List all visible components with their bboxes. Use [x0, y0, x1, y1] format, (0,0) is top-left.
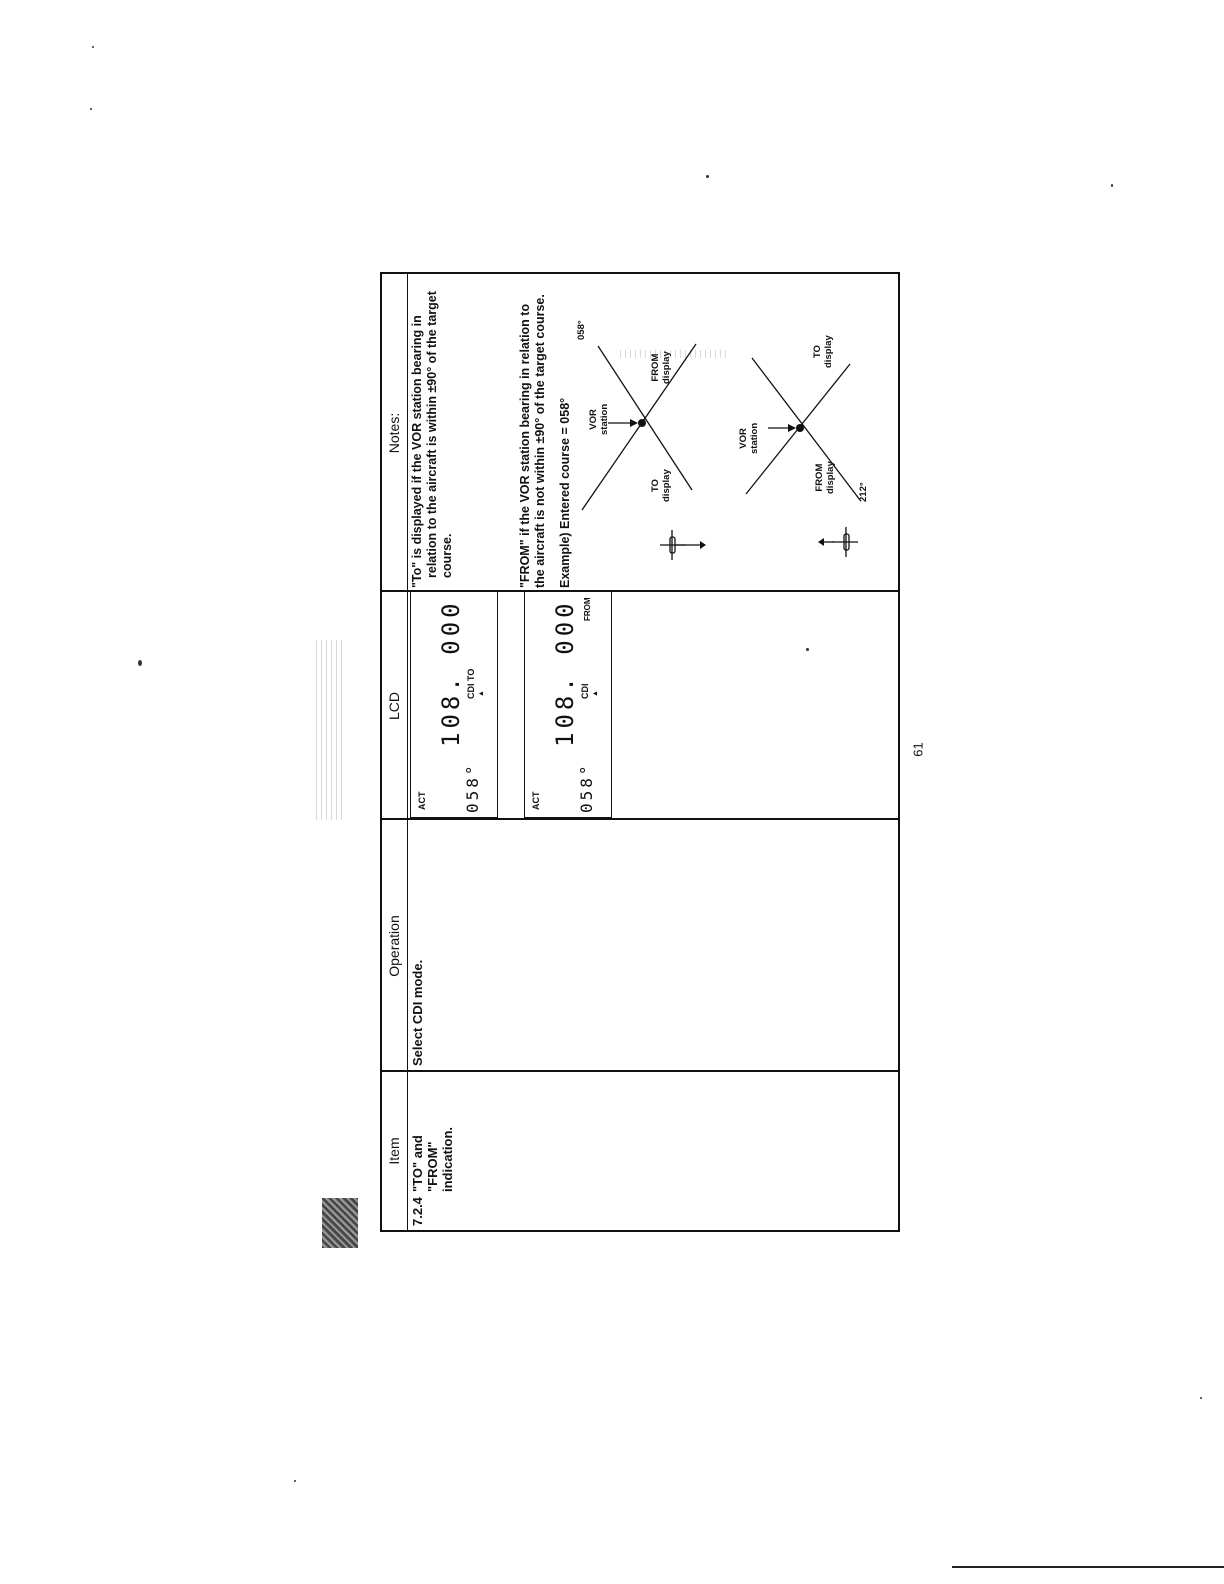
scan-speck — [90, 108, 92, 110]
diagram2-course-label: 212° — [858, 482, 869, 502]
lcd-from-display: ACT 108. 000 058° CDI ▲ FROM — [524, 590, 612, 818]
vor-diagram-058 — [581, 343, 706, 560]
scan-speck — [294, 1480, 296, 1482]
lcd-arrow-icon: ▲ — [592, 690, 599, 697]
lcd-from-label: FROM — [583, 597, 592, 621]
page-number: 61 — [910, 742, 926, 757]
airplane-icon — [818, 527, 858, 557]
scan-speck — [1200, 1397, 1202, 1399]
header-lcd: LCD — [382, 592, 408, 820]
scan-edge-line — [952, 1566, 1224, 1568]
item-title-line3: indication. — [440, 1127, 455, 1192]
lcd-course: 058° — [463, 762, 482, 813]
lcd-to-display: ACT 108. 000 058° CDI TO ▲ — [410, 590, 498, 818]
diagram1-course-label: 058° — [576, 320, 587, 340]
scan-speck — [706, 175, 709, 178]
scan-noise — [316, 640, 346, 820]
item-number: 7.2.4 — [410, 1197, 425, 1226]
header-operation: Operation — [382, 820, 408, 1072]
note-example: Example) Entered course = 058° — [558, 397, 572, 588]
airplane-icon — [660, 530, 706, 560]
note-to-line2: relation to the aircraft is within ±90° … — [425, 291, 439, 578]
lcd-cdi-label: CDI — [580, 683, 590, 700]
scan-noise — [620, 350, 730, 358]
lcd-cdi-label: CDI TO — [466, 668, 476, 699]
note-to-line1: "To" is displayed if the VOR station bea… — [410, 315, 424, 588]
lcd-frequency: 108. 000 — [551, 599, 579, 747]
note-from-line1: "FROM" if the VOR station bearing in rel… — [518, 303, 532, 588]
scan-speck — [806, 648, 809, 651]
operation-text: Select CDI mode. — [410, 959, 425, 1066]
column-divider — [382, 1070, 898, 1072]
scan-speck — [138, 660, 142, 666]
scan-speck — [1111, 184, 1113, 187]
column-divider — [382, 818, 898, 820]
manual-table-rotated: Item Operation LCD Notes: 7.2.4 "TO" and… — [380, 272, 900, 1232]
vor-diagram-212 — [745, 357, 861, 557]
note-from-line2: the aircraft is not within ±90° of the t… — [533, 294, 547, 588]
item-title-line1: "TO" and — [410, 1135, 425, 1192]
header-item: Item — [382, 1072, 408, 1230]
lcd-act-label: ACT — [417, 791, 427, 811]
note-to-line3: course. — [440, 533, 454, 578]
manual-table: Item Operation LCD Notes: 7.2.4 "TO" and… — [380, 272, 900, 1232]
lcd-arrow-icon: ▲ — [478, 690, 485, 697]
scan-speck — [92, 46, 94, 48]
header-notes: Notes: — [382, 274, 408, 592]
lcd-act-label: ACT — [531, 791, 541, 811]
lcd-course: 058° — [577, 762, 596, 813]
item-title-line2: "FROM" — [425, 1141, 440, 1192]
lcd-frequency: 108. 000 — [437, 599, 465, 747]
scan-smudge — [322, 1198, 358, 1248]
